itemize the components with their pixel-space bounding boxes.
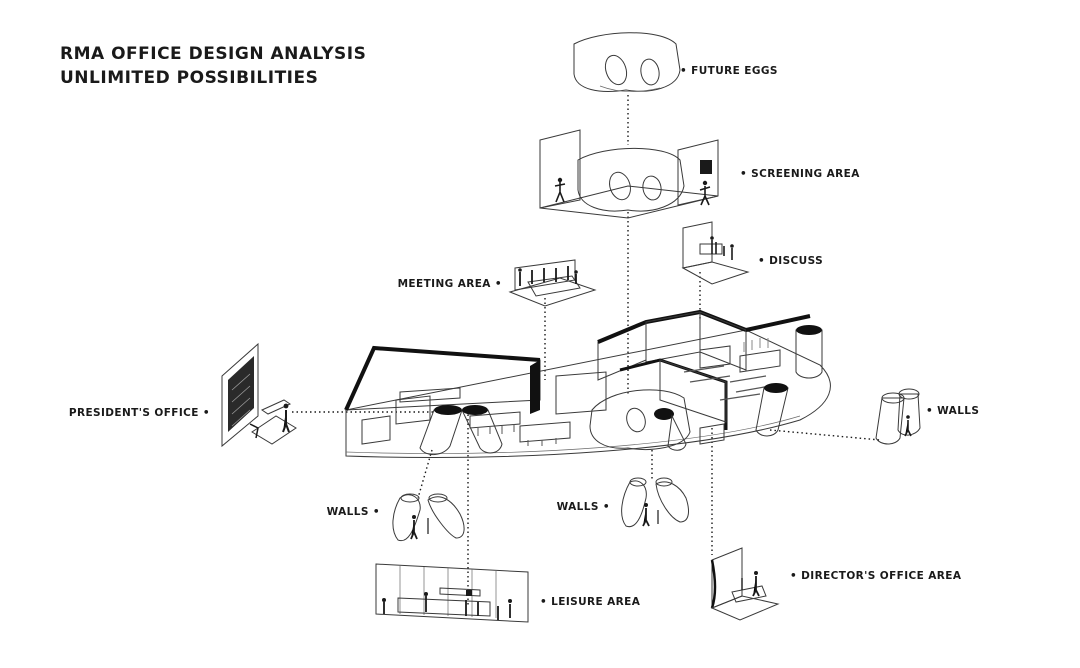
label-future-eggs: • FUTURE EGGS: [680, 65, 778, 77]
labels: • FUTURE EGGS • SCREENING AREA • DISCUSS…: [69, 65, 979, 608]
label-discuss: • DISCUSS: [758, 255, 823, 267]
label-screening-area: • SCREENING AREA: [740, 168, 860, 180]
leisure-area-module: [375, 563, 529, 623]
walls-center-module: [621, 477, 689, 528]
label-presidents-office: PRESIDENT'S OFFICE •: [69, 407, 210, 419]
presidents-office-module: [221, 342, 297, 448]
label-walls-center: WALLS •: [557, 501, 610, 513]
walls-right-module: [875, 388, 921, 445]
label-walls-right: • WALLS: [926, 405, 979, 417]
main-floor-plan: [344, 309, 831, 458]
label-directors-office-area: • DIRECTOR'S OFFICE AREA: [790, 570, 962, 582]
directors-office-module: [710, 547, 780, 621]
title-line-1: RMA OFFICE DESIGN ANALYSIS: [60, 44, 367, 64]
title-line-2: UNLIMITED POSSIBILITIES: [60, 68, 319, 88]
label-leisure-area: • LEISURE AREA: [540, 596, 641, 608]
screening-area-module: [539, 129, 719, 219]
future-eggs-module: [573, 32, 681, 92]
label-walls-left: WALLS •: [327, 506, 380, 518]
walls-left-module: [392, 493, 465, 542]
discuss-module: [681, 221, 750, 285]
label-meeting-area: MEETING AREA •: [398, 278, 502, 290]
meeting-area-module: [508, 259, 597, 307]
title-block: RMA OFFICE DESIGN ANALYSIS UNLIMITED POS…: [60, 42, 366, 90]
